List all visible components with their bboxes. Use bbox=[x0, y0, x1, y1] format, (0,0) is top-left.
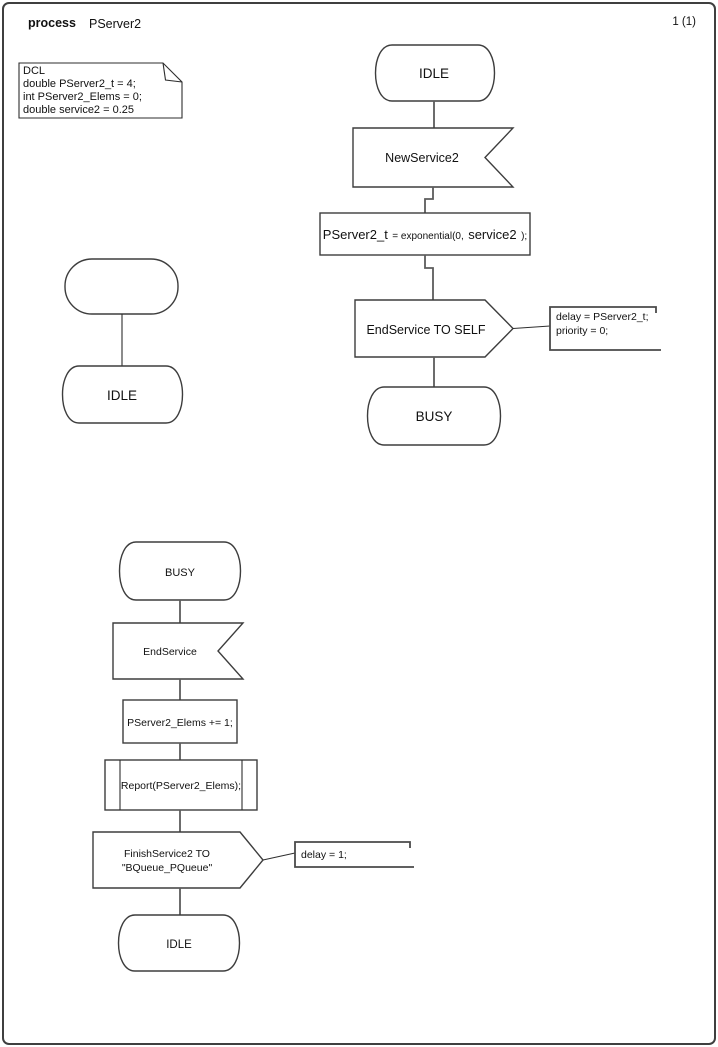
output-endservice-to-self-label: EndService TO SELF bbox=[366, 323, 485, 337]
comment-delay-line1: delay = PServer2_t; bbox=[556, 311, 649, 323]
comment-bracket bbox=[294, 841, 414, 868]
task-increment-elems-label: PServer2_Elems += 1; bbox=[127, 717, 233, 729]
process-kind-label: process bbox=[28, 16, 76, 30]
output-finishservice2-line1: FinishService2 TO bbox=[124, 848, 210, 860]
state-busy-bottom bbox=[118, 541, 242, 601]
task-set-timer bbox=[319, 212, 531, 256]
note-outline bbox=[18, 62, 183, 119]
process-name: PServer2 bbox=[89, 17, 141, 31]
comment-connector bbox=[262, 852, 296, 861]
comment-connector bbox=[512, 325, 551, 330]
dcl-line: double service2 = 0.25 bbox=[23, 104, 134, 116]
dcl-line: double PServer2_t = 4; bbox=[23, 78, 136, 90]
start-symbol bbox=[64, 258, 179, 315]
dcl-line: DCL bbox=[23, 65, 45, 77]
state-busy-top-label: BUSY bbox=[416, 409, 453, 424]
connector-jog bbox=[424, 187, 434, 213]
task-text-part: = exponential(0, bbox=[392, 231, 463, 242]
input-newservice2 bbox=[352, 127, 515, 188]
output-finishservice2 bbox=[92, 831, 264, 889]
output-endservice-to-self bbox=[354, 299, 514, 358]
state-idle-bottom-label: IDLE bbox=[166, 939, 192, 951]
comment-delay1-label: delay = 1; bbox=[301, 849, 347, 861]
state-idle-top bbox=[374, 44, 496, 102]
comment-delay-line2: priority = 0; bbox=[556, 325, 608, 337]
state-idle-top-label: IDLE bbox=[419, 66, 449, 81]
task-text-part: ); bbox=[521, 231, 527, 242]
flow-left: IDLE bbox=[61, 258, 184, 424]
state-busy-top bbox=[366, 386, 502, 446]
connector-jog bbox=[424, 255, 434, 300]
note-fold-icon bbox=[162, 62, 183, 83]
procedure-report-label: Report(PServer2_Elems); bbox=[121, 780, 241, 792]
page-header: process PServer2 1 (1) bbox=[28, 16, 696, 31]
state-idle-left-label: IDLE bbox=[107, 388, 137, 403]
input-endservice-label: EndService bbox=[143, 646, 197, 658]
task-text-part: PServer2_t bbox=[323, 227, 388, 242]
state-busy-bottom-label: BUSY bbox=[165, 567, 196, 579]
state-idle-left bbox=[61, 365, 184, 424]
procedure-report bbox=[104, 759, 258, 811]
task-text-part: service2 bbox=[468, 227, 516, 242]
task-increment-elems bbox=[122, 699, 238, 744]
comment-bracket bbox=[549, 306, 661, 351]
input-newservice2-label: NewService2 bbox=[385, 151, 459, 165]
flow-top: IDLE NewService2 PServer2_t = exponentia… bbox=[319, 44, 661, 446]
task-set-timer-label: PServer2_t = exponential(0, service2 ); bbox=[323, 226, 527, 243]
output-finishservice2-line2: "BQueue_PQueue" bbox=[122, 862, 213, 874]
declarations-note: DCL double PServer2_t = 4; int PServer2_… bbox=[18, 62, 183, 119]
page-number: 1 (1) bbox=[672, 16, 696, 28]
flow-bottom: BUSY EndService PServer2_Elems += 1; Rep… bbox=[92, 541, 414, 972]
dcl-line: int PServer2_Elems = 0; bbox=[23, 91, 142, 103]
state-idle-bottom bbox=[117, 914, 241, 972]
input-endservice bbox=[112, 622, 245, 680]
